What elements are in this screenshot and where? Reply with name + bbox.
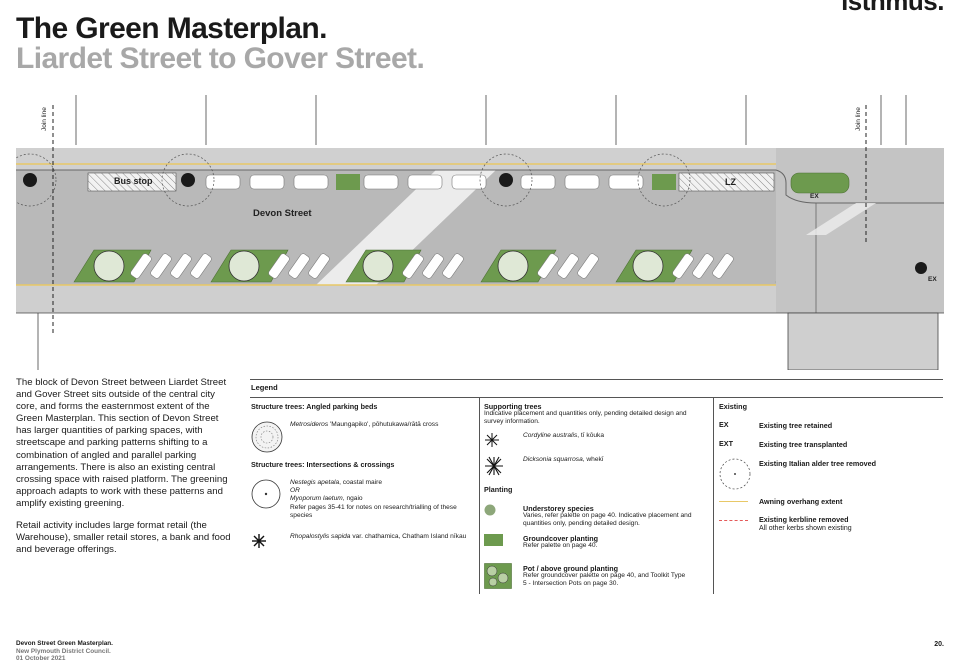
legend-heading: Understorey species bbox=[523, 504, 594, 513]
understorey-icon bbox=[484, 504, 496, 516]
brand-logo: isthmus. bbox=[841, 0, 944, 16]
legend-item-nestegis: Nestegis apetala, coastal maire OR Myopo… bbox=[290, 479, 457, 519]
page-number: 20. bbox=[934, 641, 944, 648]
legend-item-groundcover: Refer palette on page 40. bbox=[523, 542, 598, 549]
street-plan: Join line Join line Bus stop Devon Stree… bbox=[16, 95, 944, 370]
intro-paragraph: Retail activity includes large format re… bbox=[16, 520, 231, 556]
legend-title: Legend bbox=[251, 383, 278, 392]
legend-heading: Groundcover planting bbox=[523, 534, 599, 543]
intro-paragraph: The block of Devon Street between Liarde… bbox=[16, 377, 228, 509]
existing-tree-label: EX bbox=[928, 276, 937, 283]
legend-heading: Existing bbox=[719, 402, 747, 411]
kerb-removed-swatch bbox=[719, 520, 748, 521]
existing-transplanted-code: EXT bbox=[719, 439, 733, 448]
legend-item-kerb-removed: Existing kerbline removed bbox=[759, 515, 849, 524]
bus-stop-label: Bus stop bbox=[114, 176, 153, 186]
page-subtitle: Liardet Street to Gover Street. bbox=[16, 42, 425, 75]
intro-text: The block of Devon Street between Liarde… bbox=[16, 377, 234, 566]
cordyline-icon bbox=[485, 433, 499, 447]
loading-zone-label: LZ bbox=[725, 177, 736, 187]
footer-date: 01 October 2021 bbox=[16, 655, 66, 663]
awning-line-swatch bbox=[719, 501, 748, 502]
legend-item-cordyline: Cordyline australis, tī kōuka bbox=[523, 432, 605, 439]
legend-item-awning: Awning overhang extent bbox=[759, 497, 843, 506]
join-line-right: Join line bbox=[855, 107, 862, 131]
nikau-palm-icon bbox=[252, 534, 266, 548]
legend-heading: Pot / above ground planting bbox=[523, 564, 619, 573]
footer-client: New Plymouth District Council. bbox=[16, 647, 111, 655]
legend-item-rhopalostylis: Rhopalostylis sapida var. chathamica, Ch… bbox=[290, 533, 467, 540]
legend-heading: Structure trees: Intersections & crossin… bbox=[251, 460, 395, 469]
dicksonia-fern-icon bbox=[485, 456, 503, 476]
metrosideros-tree-icon bbox=[251, 421, 283, 453]
legend-item-alder-removed: Existing Italian alder tree removed bbox=[759, 459, 877, 468]
join-line-left: Join line bbox=[41, 107, 48, 131]
legend-item-existing-transplanted: Existing tree transplanted bbox=[759, 440, 848, 449]
legend: Legend Structure trees: Angled parking b… bbox=[250, 379, 943, 594]
footer-doc-title: Devon Street Green Masterplan. bbox=[16, 640, 113, 647]
legend-heading: Supporting trees bbox=[484, 402, 542, 411]
legend-note: Indicative placement and quantities only… bbox=[484, 410, 687, 426]
legend-heading: Structure trees: Angled parking beds bbox=[251, 402, 378, 411]
legend-item-existing-retained: Existing tree retained bbox=[759, 421, 833, 430]
footer: Devon Street Green Masterplan. New Plymo… bbox=[16, 640, 113, 663]
existing-tree-label: EX bbox=[810, 193, 819, 200]
page-title: The Green Masterplan. bbox=[16, 12, 327, 45]
existing-code: EX bbox=[719, 420, 729, 429]
legend-item-pot: Refer groundcover palette on page 40, an… bbox=[523, 572, 686, 588]
legend-item-metrosideros: Metrosideros 'Maungapiko', pōhutukawa/rā… bbox=[290, 421, 439, 428]
alder-removed-icon bbox=[719, 458, 751, 490]
street-name-label: Devon Street bbox=[253, 208, 312, 219]
groundcover-swatch bbox=[484, 534, 503, 546]
pot-planting-icon bbox=[484, 563, 512, 589]
pedestrian-crossing bbox=[316, 170, 496, 285]
legend-item-understorey: Varies, refer palette on page 40. Indica… bbox=[523, 512, 692, 528]
legend-heading: Planting bbox=[484, 485, 513, 494]
legend-note-kerbs: All other kerbs shown existing bbox=[759, 525, 852, 532]
nestegis-tree-icon bbox=[251, 479, 281, 509]
legend-item-dicksonia: Dicksonia squarrosa, whekī bbox=[523, 456, 604, 463]
